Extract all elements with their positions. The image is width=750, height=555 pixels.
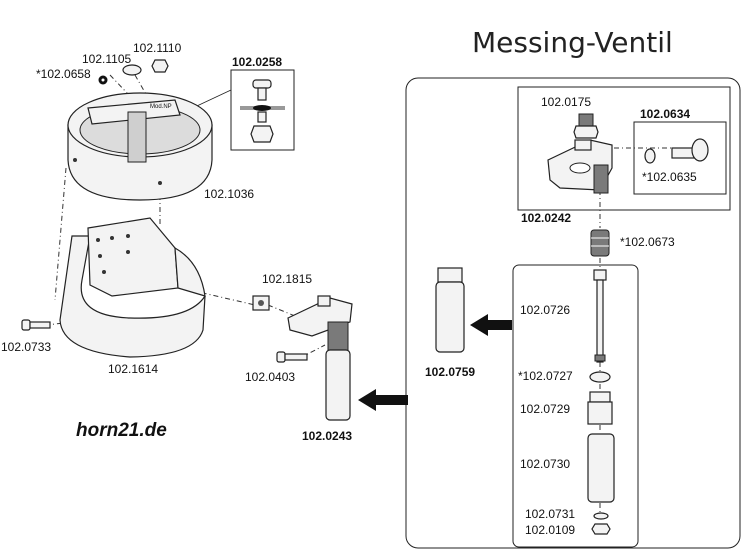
bolt-detail-box bbox=[230, 69, 295, 151]
label-102-0403: 102.0403 bbox=[245, 370, 295, 384]
label-102-0634: 102.0634 bbox=[640, 107, 690, 121]
spring bbox=[590, 229, 610, 257]
arrow-left-icon bbox=[358, 389, 408, 411]
small-nut bbox=[591, 523, 611, 535]
label-102-0243: 102.0243 bbox=[302, 429, 352, 443]
part-labels: 102.1110 102.1105 *102.0658 102.0258 102… bbox=[1, 41, 697, 537]
square-nut bbox=[252, 295, 270, 311]
label-102-1036: 102.1036 bbox=[204, 187, 254, 201]
label-102-0242: 102.0242 bbox=[521, 211, 571, 225]
label-102-0759: 102.0759 bbox=[425, 365, 475, 379]
valve-insert-box bbox=[512, 264, 639, 548]
valve-assembly bbox=[287, 295, 353, 421]
label-102-0730: 102.0730 bbox=[520, 457, 570, 471]
label-102-0258: 102.0258 bbox=[232, 55, 282, 69]
arrow-icons bbox=[358, 314, 512, 411]
label-102-0175: 102.0175 bbox=[541, 95, 591, 109]
label-102-0731: 102.0731 bbox=[525, 507, 575, 521]
valve-tube bbox=[587, 433, 615, 503]
valve-stem bbox=[593, 269, 607, 363]
website-label: horn21.de bbox=[76, 420, 167, 441]
nut-and-washer bbox=[98, 59, 169, 85]
valve-sleeve bbox=[435, 267, 465, 353]
label-102-0109: 102.0109 bbox=[525, 523, 575, 537]
mounting-bracket bbox=[59, 217, 206, 358]
label-102-0733: 102.0733 bbox=[1, 340, 51, 354]
label-102-0658: *102.0658 bbox=[36, 67, 91, 81]
label-102-0727: *102.0727 bbox=[518, 369, 573, 383]
screw-box bbox=[633, 121, 727, 195]
carriage-bolt-detail bbox=[240, 79, 285, 143]
label-102-0635: *102.0635 bbox=[642, 170, 697, 184]
o-ring bbox=[589, 371, 611, 383]
label-102-1815: 102.1815 bbox=[262, 272, 312, 286]
brass-valve-head bbox=[547, 139, 613, 194]
threaded-fitting bbox=[573, 113, 599, 139]
label-102-1110: 102.1110 bbox=[133, 41, 182, 55]
label-102-0726: 102.0726 bbox=[520, 303, 570, 317]
valve-head-box bbox=[517, 86, 731, 211]
threaded-nipple bbox=[587, 391, 613, 425]
label-102-1614: 102.1614 bbox=[108, 362, 158, 376]
water-bowl: Mod.NP bbox=[67, 92, 213, 201]
small-washer bbox=[593, 512, 609, 520]
label-102-1105: 102.1105 bbox=[82, 52, 131, 66]
valve-bolt bbox=[276, 351, 308, 363]
bowl-embossing: Mod.NP bbox=[150, 104, 172, 110]
bracket-bolt bbox=[21, 319, 51, 331]
arrow-left-icon bbox=[470, 314, 512, 336]
washer-and-screw bbox=[644, 138, 709, 164]
label-102-0729: 102.0729 bbox=[520, 402, 570, 416]
valve-detail-frame bbox=[405, 77, 741, 549]
diagram-title: Messing-Ventil bbox=[472, 26, 673, 59]
label-102-0673: *102.0673 bbox=[620, 235, 675, 249]
